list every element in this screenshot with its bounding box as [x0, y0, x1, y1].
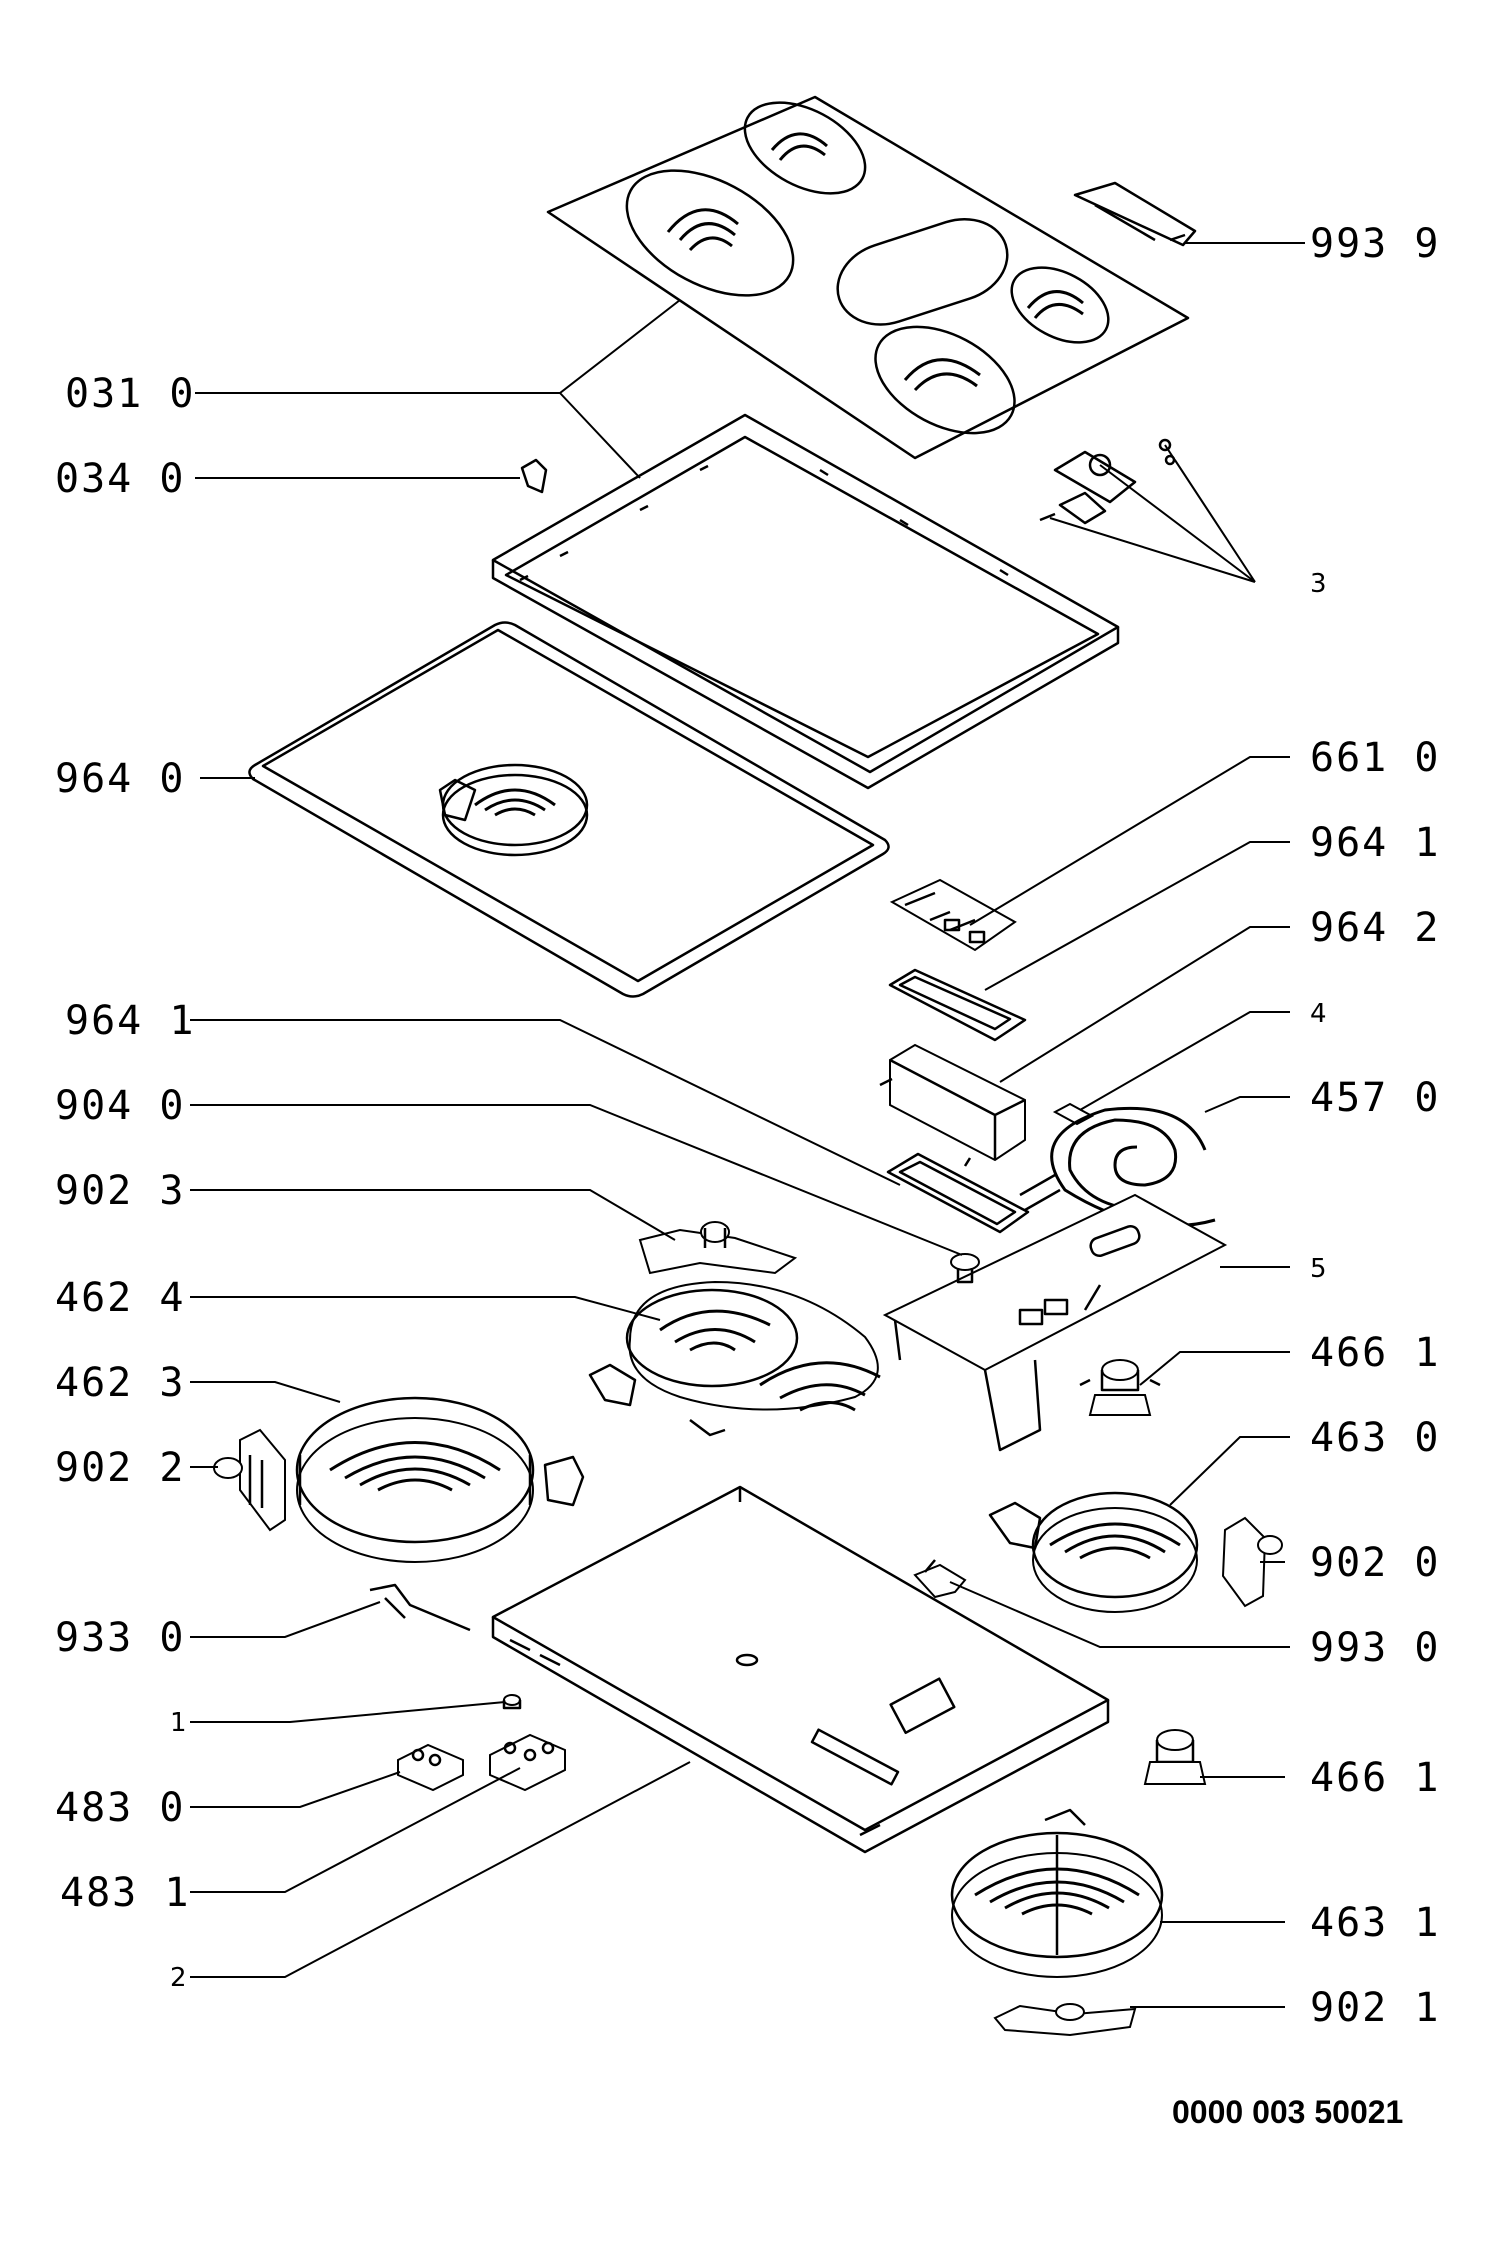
hob-frame [491, 413, 1120, 790]
label-4631: 463 1 [1310, 1900, 1440, 1946]
label-3: 3 [1310, 569, 1327, 599]
bracket-9022 [213, 1428, 286, 1532]
switch-6610 [889, 878, 1017, 952]
label-9641b: 964 1 [65, 998, 195, 1044]
element-4630 [988, 1491, 1199, 1613]
label-9023: 902 3 [55, 1168, 185, 1214]
fixing-parts-3 [1039, 438, 1176, 525]
label-6610: 661 0 [1310, 735, 1440, 781]
label-4570: 457 0 [1310, 1075, 1440, 1121]
gasket-9640 [248, 621, 890, 998]
label-9642: 964 2 [1310, 905, 1440, 951]
label-4: 4 [1310, 999, 1327, 1029]
bracket-9021 [993, 2003, 1137, 2037]
seal-9641a [888, 968, 1027, 1042]
label-4831: 483 1 [60, 1870, 190, 1916]
label-0310: 031 0 [65, 371, 195, 417]
bracket-9939 [1073, 181, 1197, 247]
bracket-9020 [1221, 1516, 1283, 1608]
clip-0340 [520, 458, 548, 494]
regulator-4661a [1079, 1359, 1161, 1416]
label-5: 5 [1310, 1254, 1327, 1284]
leader-lines [190, 242, 1305, 2008]
label-4661b: 466 1 [1310, 1755, 1440, 1801]
knob-9040 [950, 1253, 980, 1284]
label-1: 1 [170, 1708, 187, 1738]
label-4661a: 466 1 [1310, 1330, 1440, 1376]
label-9641a: 964 1 [1310, 820, 1440, 866]
part-labels: 993 9 031 0 034 0 3 964 0 661 0 964 1 96… [55, 221, 1440, 2130]
terminal-4831 [489, 1733, 566, 1792]
large-element-4623 [295, 1396, 585, 1563]
label-9040: 904 0 [55, 1083, 185, 1129]
cap-1 [502, 1694, 522, 1710]
label-9939: 993 9 [1310, 221, 1440, 267]
label-2: 2 [170, 1963, 187, 1993]
element-4631 [950, 1808, 1164, 1978]
label-4630: 463 0 [1310, 1415, 1440, 1461]
clip-9330 [369, 1583, 471, 1632]
label-9930: 993 0 [1310, 1625, 1440, 1671]
bottom-tray [491, 1485, 1110, 1854]
label-4624: 462 4 [55, 1275, 185, 1321]
small-heating-element [438, 763, 589, 857]
label-9022: 902 2 [55, 1445, 185, 1491]
mounting-bracket-5 [882, 1193, 1228, 1452]
ceramic-hob-top [546, 95, 1190, 460]
bracket-9023 [638, 1221, 798, 1275]
label-9330: 933 0 [55, 1615, 185, 1661]
label-4830: 483 0 [55, 1785, 185, 1831]
seal-9641b [886, 1152, 1030, 1234]
label-9021: 902 1 [1310, 1985, 1440, 2031]
box-9642 [879, 1043, 1026, 1167]
label-9640: 964 0 [55, 756, 185, 802]
label-4623: 462 3 [55, 1360, 185, 1406]
label-0340: 034 0 [55, 456, 185, 502]
regulator-4661b [1143, 1729, 1207, 1785]
terminal-4830 [397, 1743, 464, 1792]
dual-element-4624 [588, 1280, 881, 1437]
reference-number: 0000 003 50021 [1172, 2094, 1403, 2130]
label-9020: 902 0 [1310, 1540, 1440, 1586]
